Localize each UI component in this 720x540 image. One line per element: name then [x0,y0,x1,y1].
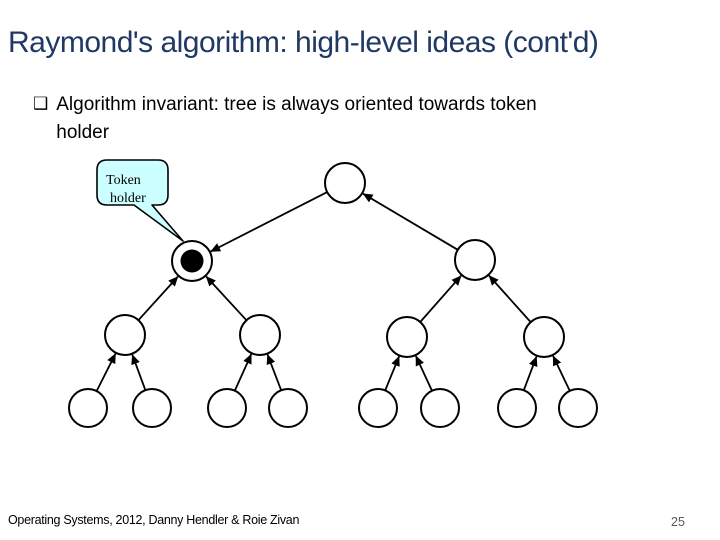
token-holder-callout: Token holder [96,159,184,242]
tree-edge-R2-to-right [488,274,532,323]
tree-node-l5 [358,388,398,428]
tree-edge-L1-to-token-holder [137,275,179,321]
tree-edge-L2-to-token-holder [205,275,248,321]
tree-node-root [324,162,366,204]
tree-edge-l8-to-R2 [552,355,571,392]
tree-edge-l4-to-L2 [266,354,283,391]
tree-edge-root-to-token-holder [210,191,328,253]
bullet-text-line-1: Algorithm invariant: tree is always orie… [56,94,537,115]
tree-edge-l3-to-L2 [233,353,253,392]
tree-node-R2 [523,316,565,358]
tree-edge-R1-to-right [419,275,462,323]
tree-nodes [68,162,598,428]
tree-node-l2 [132,388,172,428]
callout-text-line-2: holder [110,191,146,206]
tree-node-l3 [207,388,247,428]
tree-edges [95,191,571,392]
tree-node-l6 [420,388,460,428]
callout-bubble [96,159,184,242]
tree-node-l7 [497,388,537,428]
bullet-text: Algorithm invariant: tree is always orie… [56,91,537,147]
tree-node-l1 [68,388,108,428]
tree-node-L2 [239,314,281,356]
checkbox-bullet-icon: ❑ [33,94,49,113]
tree-node-l8 [558,388,598,428]
token-dot [180,249,204,273]
tree-edge-l1-to-L1 [95,353,117,392]
callout-text-line-1: Token [106,173,141,188]
footer-credits: Operating Systems, 2012, Danny Hendler &… [8,513,300,527]
tree-node-L1 [104,314,146,356]
tree-edge-l7-to-R2 [522,356,538,391]
tree-node-right [454,239,496,281]
tree-edge-l6-to-R1 [415,355,433,392]
bullet-item: ❑ Algorithm invariant: tree is always or… [33,91,673,147]
bullet-text-line-2: holder [56,122,110,143]
page-number: 25 [671,515,685,529]
tree-edge-right-to-root [362,192,459,251]
tree-node-R1 [386,316,428,358]
tree-node-l4 [268,388,308,428]
tree-edge-l5-to-R1 [384,355,400,391]
page-title: Raymond's algorithm: high-level ideas (c… [8,26,599,59]
tree-edge-l2-to-L1 [131,354,147,391]
